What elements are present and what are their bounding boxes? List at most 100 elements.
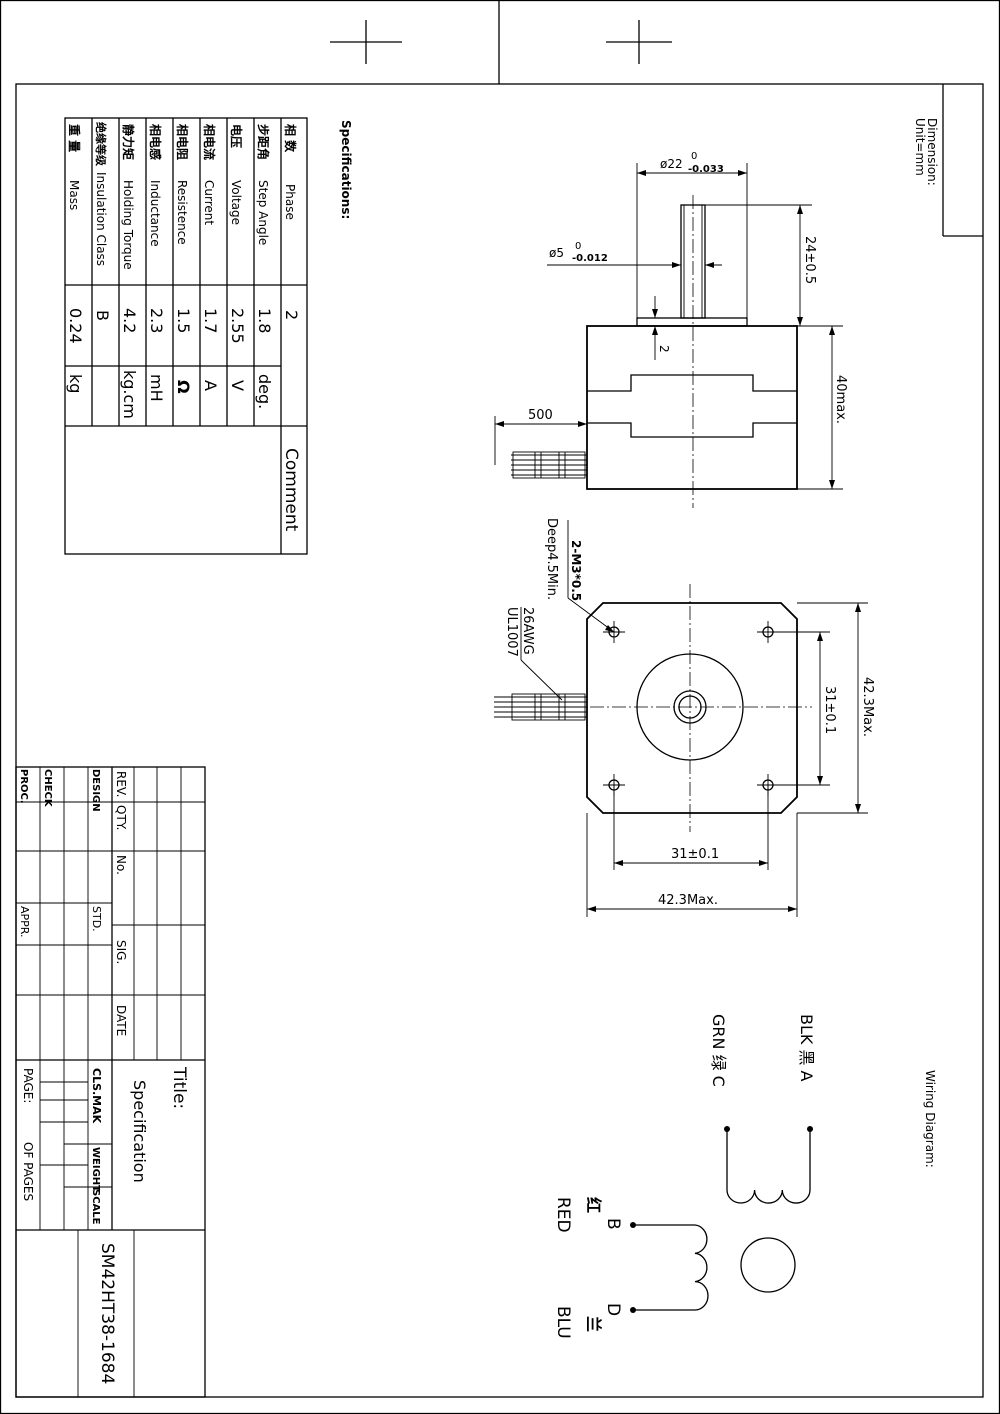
terminal-b-label: B <box>603 1218 623 1230</box>
hole-spacing-vertical-label: 31±0.1 <box>822 686 837 734</box>
spec-cn-step-angle: 步距角 <box>256 124 271 160</box>
side-view: ø22 0 -0.033 ø5 0 -0.012 24±0.5 2 <box>494 151 848 508</box>
spec-en-holding-torque: Holding Torque <box>121 180 135 270</box>
spec-cn-phase: 相 数 <box>283 124 298 153</box>
spec-value-holding-torque: 4.2 <box>120 308 139 333</box>
body-length-label: 40max. <box>833 375 848 424</box>
body-width-vertical-label: 42.3Max. <box>860 677 875 737</box>
wire-type-label: UL1007 <box>504 607 519 657</box>
design-label: DESIGN <box>90 769 101 812</box>
specifications-table: Specifications: Comment 相 数 Phase 2 步距角 … <box>64 117 353 555</box>
shaft-diameter-label: ø22 <box>660 157 683 171</box>
cls-mak-label: CLS.MAK <box>90 1068 103 1124</box>
wire-gauge-label: 26AWG <box>520 607 535 655</box>
spec-en-step-angle: Step Angle <box>256 180 270 245</box>
proc-label: PROC. <box>18 769 29 804</box>
wiring-diagram: Wiring Diagram: BLK 黑 A GRN 绿 C B D 红 RE… <box>553 1014 937 1339</box>
svg-text:0: 0 <box>691 151 697 162</box>
sig-label: SIG. <box>114 940 128 964</box>
check-label: CHECK <box>42 769 53 808</box>
wiring-title: Wiring Diagram: <box>923 1070 937 1168</box>
spec-unit-step-angle: deg. <box>255 374 274 409</box>
no-label: No. <box>114 855 128 875</box>
spec-unit-voltage: V <box>228 380 247 391</box>
spec-cn-holding-torque: 静力矩 <box>121 124 136 160</box>
spec-value-phase: 2 <box>282 310 301 320</box>
lead-wires-front <box>494 693 587 721</box>
spec-en-voltage: Voltage <box>229 180 243 225</box>
appr-label: APPR. <box>18 906 31 938</box>
page-label: PAGE: <box>21 1068 35 1103</box>
pin-diameter-label: ø5 <box>549 246 564 260</box>
red-en-label: RED <box>553 1197 573 1233</box>
body-width-horizontal-label: 42.3Max. <box>658 893 718 908</box>
shaft-length-label: 24±0.5 <box>802 236 817 284</box>
model-number: SM42HT38-1684 <box>97 1243 117 1384</box>
spec-unit-current: A <box>201 380 220 391</box>
blu-en-label: BLU <box>553 1306 573 1339</box>
spec-en-inductance: Inductance <box>148 180 162 247</box>
dimension-unit: Unit=mm <box>913 118 927 176</box>
spec-value-voltage: 2.55 <box>228 308 247 344</box>
spec-unit-holding-torque: kg.cm <box>120 370 139 419</box>
scale-label: SCALE <box>90 1189 101 1225</box>
blu-cn-label: 兰 <box>584 1316 603 1332</box>
dimension-box: Dimension: Unit=mm <box>913 84 983 237</box>
spec-unit-inductance: mH <box>147 374 166 402</box>
comment-header: Comment <box>281 448 301 532</box>
spec-cn-current: 相电流 <box>202 124 217 160</box>
std-label: STD. <box>90 906 103 932</box>
spec-en-current: Current <box>202 180 216 225</box>
svg-text:-0.033: -0.033 <box>688 164 724 175</box>
spec-unit-mass: kg <box>66 374 85 393</box>
boss-height-label: 2 <box>657 345 671 353</box>
front-flange-circle <box>636 653 744 761</box>
spec-cn-insulation-class: 绝缘等级 <box>94 122 108 167</box>
date-label: DATE <box>114 1005 128 1036</box>
specifications-title: Specifications: <box>339 120 353 219</box>
coil-ac <box>726 1189 811 1204</box>
spec-en-insulation-class: Insulation Class <box>94 172 108 266</box>
spec-cn-inductance: 相电感 <box>148 124 163 160</box>
hole-depth-label: Deep4.5Min. <box>544 518 559 600</box>
of-pages-label: OF PAGES <box>21 1142 35 1201</box>
dimension-title: Dimension: <box>925 118 939 186</box>
spec-value-mass: 0.24 <box>66 308 85 344</box>
motor-body-front <box>586 602 798 814</box>
motor-body-side <box>586 325 798 490</box>
spec-value-resistence: 1.5 <box>174 308 193 333</box>
spec-cn-voltage: 电压 <box>229 124 244 148</box>
spec-value-inductance: 2.3 <box>147 308 166 333</box>
qty-label: QTY. <box>114 805 128 831</box>
motor-boss <box>636 317 748 327</box>
lead-length-label: 500 <box>528 408 553 423</box>
title-block: REV. QTY. No. SIG. DATE DESIGN CHECK PRO… <box>15 766 206 1398</box>
spec-en-phase: Phase <box>283 184 297 220</box>
terminal-d-label: D <box>603 1303 623 1316</box>
title-value: Specification <box>130 1080 149 1183</box>
spec-en-mass: Mass <box>67 180 81 210</box>
lead-wires-side <box>511 451 587 479</box>
hole-spacing-horizontal-label: 31±0.1 <box>671 847 719 862</box>
spec-value-current: 1.7 <box>201 308 220 333</box>
front-view: 2-M3*0.5 Deep4.5Min. 26AWG UL1007 31±0.1 <box>494 518 875 917</box>
spec-value-step-angle: 1.8 <box>255 308 274 333</box>
svg-text:-0.012: -0.012 <box>572 253 608 264</box>
spec-unit-resistence: Ω <box>174 380 193 394</box>
wire-a-label: BLK 黑 A <box>797 1014 816 1082</box>
red-cn-label: 红 <box>584 1197 603 1213</box>
shaft-outer-circle <box>673 690 707 724</box>
rev-label: REV. <box>114 771 128 797</box>
title-label: Title: <box>169 1066 189 1109</box>
shaft-inner-circle <box>678 695 702 719</box>
wire-c-label: GRN 绿 C <box>709 1014 728 1087</box>
mount-holes-label: 2-M3*0.5 <box>569 540 583 601</box>
spec-value-insulation-class: B <box>93 310 112 321</box>
spec-cn-resistence: 相电阻 <box>175 124 190 160</box>
spec-cn-mass: 重 量 <box>67 124 82 152</box>
rotor-circle <box>740 1237 796 1293</box>
spec-en-resistence: Resistence <box>175 180 189 245</box>
coil-bd <box>694 1224 709 1311</box>
svg-text:0: 0 <box>575 241 581 252</box>
